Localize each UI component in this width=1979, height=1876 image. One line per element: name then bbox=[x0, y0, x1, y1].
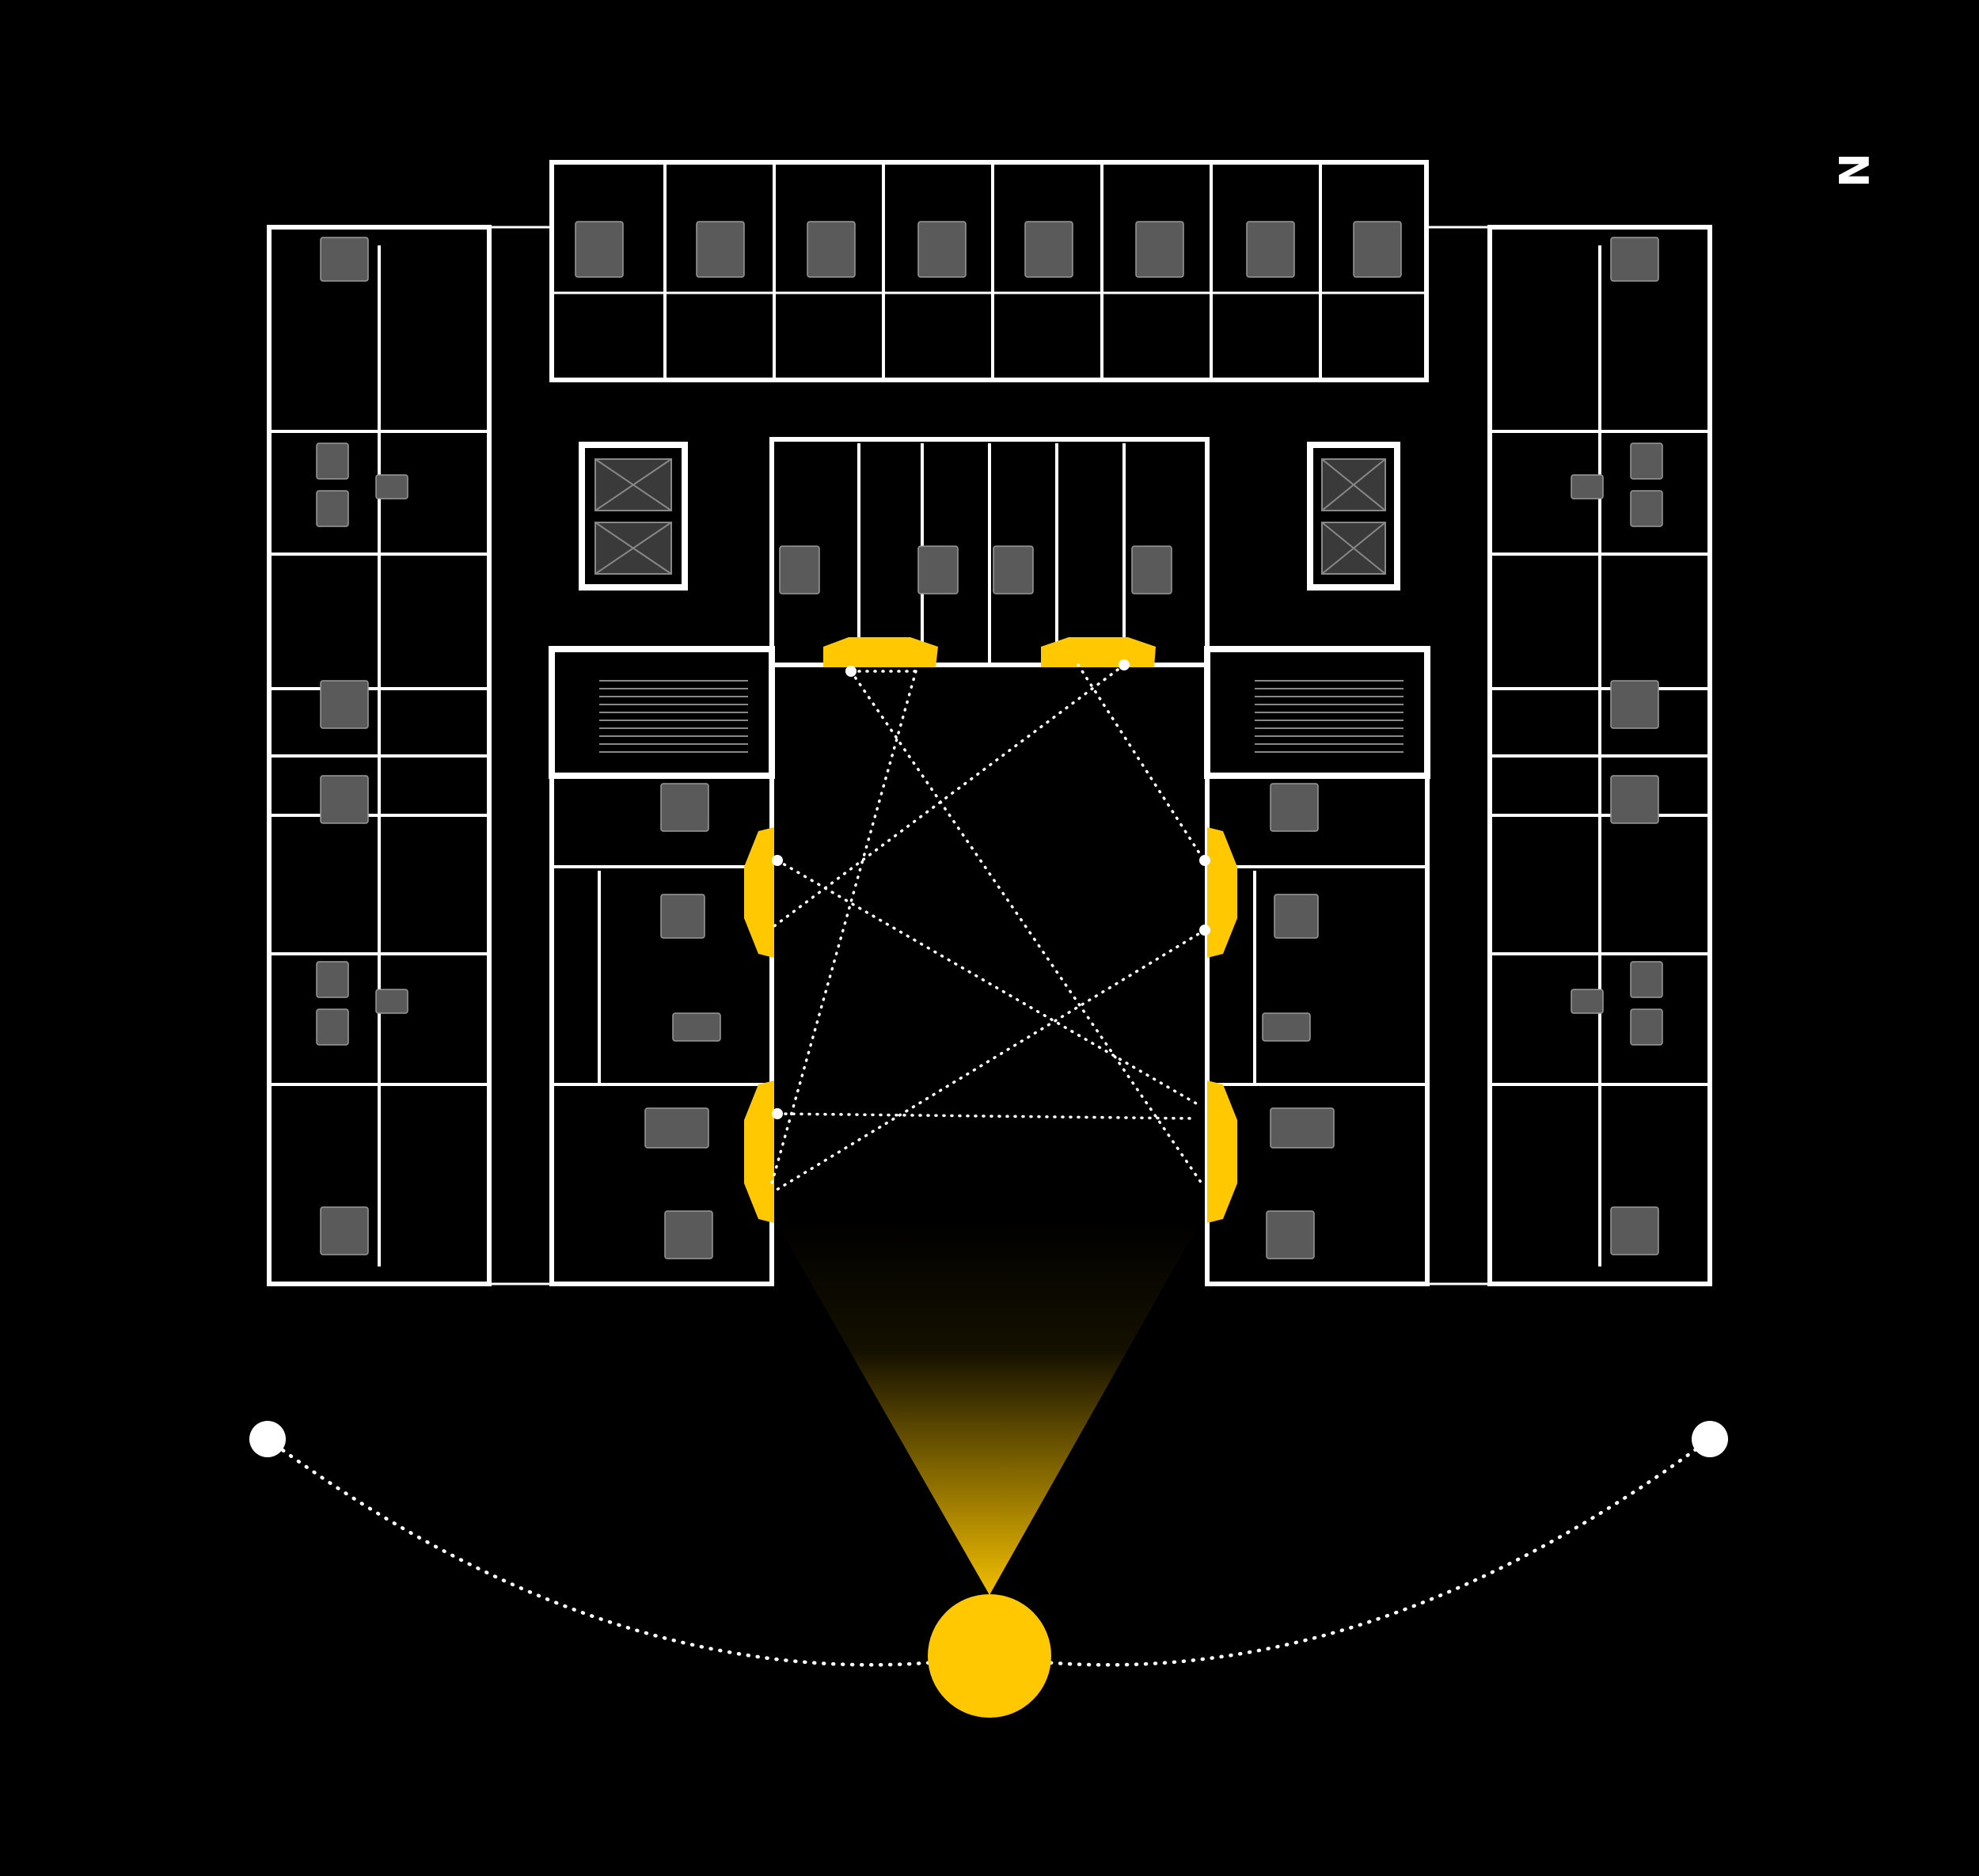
furniture-piece bbox=[672, 1012, 721, 1042]
furniture-piece bbox=[1610, 237, 1659, 282]
reflector-top-right bbox=[1041, 637, 1156, 667]
interior-walls bbox=[269, 162, 1710, 1266]
light-ray bbox=[770, 670, 917, 1185]
ray-node bbox=[1119, 659, 1130, 670]
ray-node bbox=[772, 1108, 783, 1119]
ray-node bbox=[1199, 925, 1210, 936]
reflector-right-upper bbox=[1207, 827, 1237, 958]
light-ray bbox=[776, 1112, 1197, 1120]
stair-cores bbox=[549, 646, 1430, 779]
north-arrow-label: N bbox=[1829, 153, 1876, 188]
furniture-piece bbox=[1630, 442, 1663, 480]
furniture-piece bbox=[660, 894, 705, 939]
furniture-piece bbox=[1630, 490, 1663, 527]
furniture-piece bbox=[316, 490, 349, 527]
furniture-piece bbox=[1610, 1206, 1659, 1255]
furniture-piece bbox=[696, 221, 745, 278]
reflecting-panels bbox=[744, 637, 1237, 1223]
furniture-piece bbox=[1246, 221, 1295, 278]
light-ray bbox=[849, 670, 1203, 1185]
furniture-piece bbox=[316, 961, 349, 998]
furniture-piece bbox=[1266, 1210, 1315, 1259]
sun-path bbox=[265, 1437, 1712, 1667]
ray-nodes bbox=[772, 659, 1210, 1119]
furniture-piece bbox=[1353, 221, 1402, 278]
furniture-piece bbox=[660, 783, 709, 832]
furniture-piece bbox=[1610, 680, 1659, 729]
furniture-piece bbox=[644, 1107, 709, 1149]
furniture-piece bbox=[917, 545, 959, 594]
furniture-piece bbox=[375, 474, 408, 499]
furniture-piece bbox=[320, 775, 369, 824]
furniture-piece bbox=[917, 221, 967, 278]
furniture-piece bbox=[375, 989, 408, 1014]
furniture-piece bbox=[807, 221, 856, 278]
reflector-left-upper bbox=[744, 827, 774, 958]
furniture-piece bbox=[779, 545, 820, 594]
furniture-piece bbox=[320, 1206, 369, 1255]
north-wing bbox=[549, 160, 1429, 382]
light-ray bbox=[1077, 663, 1207, 864]
elevator-core-left bbox=[579, 442, 688, 591]
furniture-piece bbox=[1270, 783, 1319, 832]
elevator-core-right bbox=[1307, 442, 1400, 591]
furniture-piece bbox=[1262, 1012, 1311, 1042]
light-rays bbox=[770, 663, 1207, 1193]
furniture-piece bbox=[1024, 221, 1073, 278]
light-ray bbox=[773, 929, 1206, 1193]
furniture-piece bbox=[1571, 474, 1604, 499]
ray-node bbox=[845, 666, 857, 677]
ray-node bbox=[1199, 855, 1210, 866]
furniture bbox=[316, 221, 1663, 1259]
sunrise-point bbox=[249, 1421, 286, 1457]
ray-node bbox=[772, 855, 783, 866]
sunset-point bbox=[1692, 1421, 1728, 1457]
light-ray bbox=[773, 663, 1126, 928]
furniture-piece bbox=[316, 1008, 349, 1046]
furniture-piece bbox=[1131, 545, 1172, 594]
furniture-piece bbox=[316, 442, 349, 480]
furniture-piece bbox=[1571, 989, 1604, 1014]
furniture-piece bbox=[1135, 221, 1184, 278]
furniture-piece bbox=[320, 237, 369, 282]
reflector-left-lower bbox=[744, 1080, 774, 1223]
light-cone bbox=[774, 1219, 1202, 1595]
furniture-piece bbox=[1630, 961, 1663, 998]
furniture-piece bbox=[1630, 1008, 1663, 1046]
furniture-piece bbox=[1270, 1107, 1335, 1149]
furniture-piece bbox=[575, 221, 624, 278]
furniture-piece bbox=[1274, 894, 1319, 939]
light-ray bbox=[776, 859, 1203, 1108]
furniture-piece bbox=[1610, 775, 1659, 824]
sun bbox=[928, 1594, 1051, 1718]
stair-enclosure bbox=[1204, 646, 1430, 779]
furniture-piece bbox=[320, 680, 369, 729]
furniture-piece bbox=[993, 545, 1034, 594]
reflector-right-lower bbox=[1207, 1080, 1237, 1223]
building-wings bbox=[267, 160, 1712, 1286]
stair-enclosure bbox=[549, 646, 775, 779]
reflector-top-left bbox=[823, 637, 938, 667]
furniture-piece bbox=[664, 1210, 713, 1259]
